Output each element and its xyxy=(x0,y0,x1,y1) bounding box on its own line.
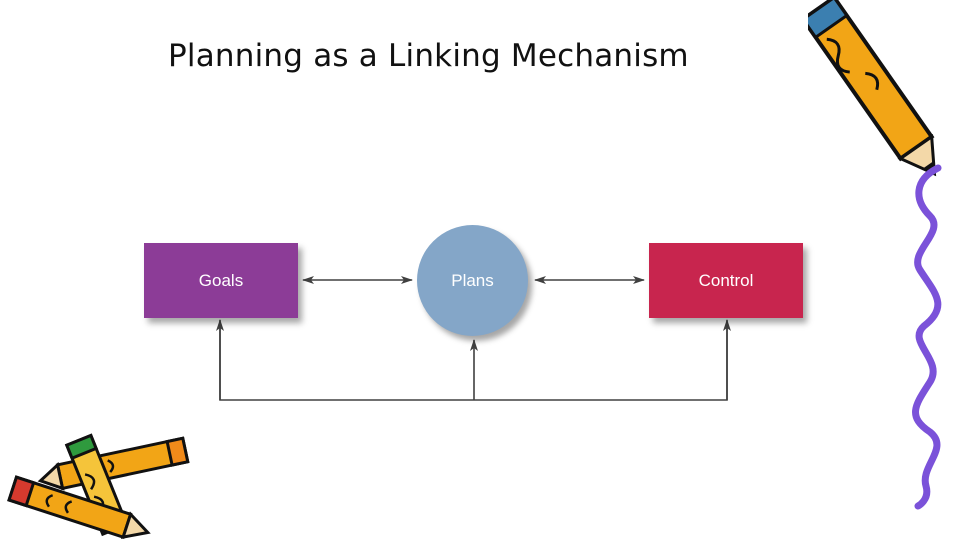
goals-box: Goals xyxy=(144,243,298,318)
plans-circle: Plans xyxy=(417,225,528,336)
squiggle-line xyxy=(912,164,942,510)
pencil-icon xyxy=(808,0,937,177)
page-title: Planning as a Linking Mechanism xyxy=(168,38,689,74)
control-box: Control xyxy=(649,243,803,318)
pencils-icon xyxy=(7,433,190,540)
